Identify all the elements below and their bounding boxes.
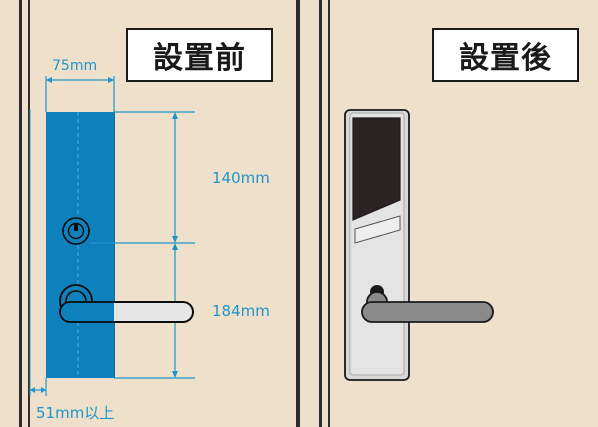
after-panel: 設置後 bbox=[300, 0, 598, 427]
after-diagram bbox=[319, 0, 494, 427]
display-screen bbox=[352, 117, 401, 221]
width-label: 75mm bbox=[52, 58, 98, 74]
min-offset-label: 51mm以上 bbox=[36, 404, 115, 422]
after-title: 設置後 bbox=[432, 28, 579, 82]
before-title: 設置前 bbox=[126, 28, 273, 82]
door-edge-line bbox=[328, 0, 330, 427]
lever-handle-icon bbox=[59, 284, 194, 323]
before-panel: 設置前 75mm 140mm 184mm 51mm以上 bbox=[19, 0, 300, 427]
lower-height-label: 184mm bbox=[212, 302, 270, 320]
cylinder-lock-icon bbox=[62, 217, 90, 245]
door-edge-line bbox=[28, 0, 30, 427]
installation-area bbox=[46, 112, 114, 378]
door-frame-line bbox=[319, 0, 322, 427]
sensor-panel bbox=[354, 215, 401, 244]
lever-handle-icon bbox=[361, 291, 494, 323]
before-diagram bbox=[19, 0, 300, 427]
door-frame-line bbox=[19, 0, 22, 427]
panel-divider bbox=[296, 0, 300, 427]
smart-lock-icon bbox=[344, 109, 410, 381]
upper-height-label: 140mm bbox=[212, 169, 270, 187]
